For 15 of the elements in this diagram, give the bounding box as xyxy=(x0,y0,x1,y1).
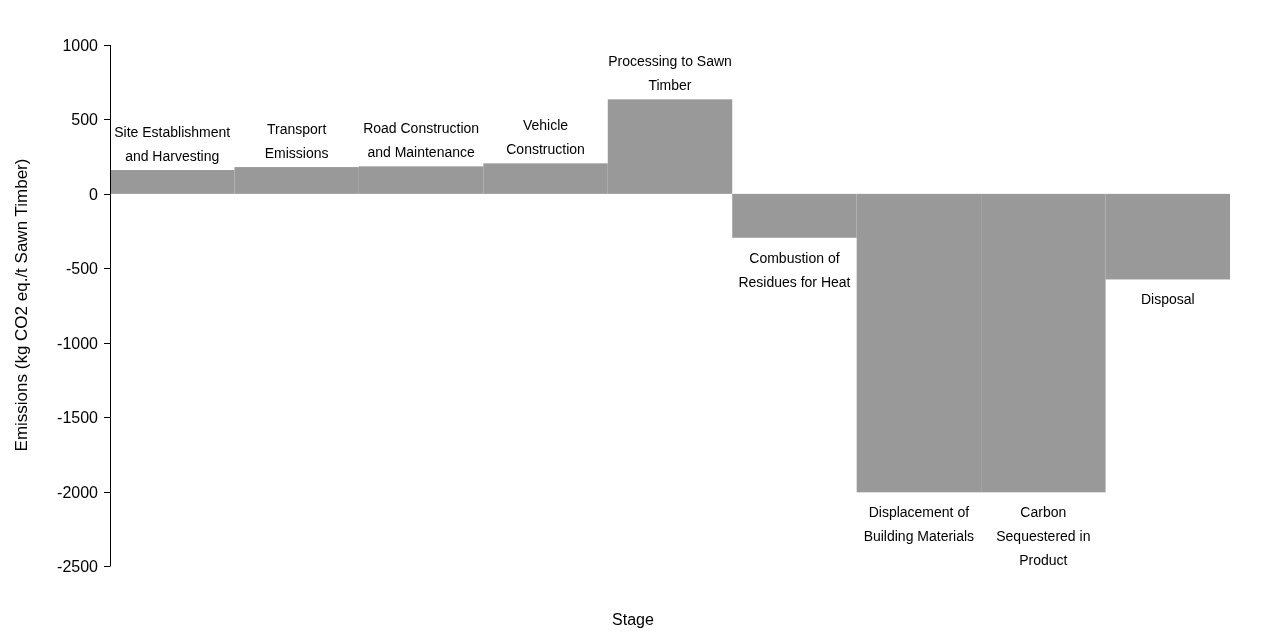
category-label: Site Establishment and Harvesting xyxy=(113,123,232,167)
axis-tick-label: 500 xyxy=(70,109,98,130)
axis-title: Stage xyxy=(612,611,654,629)
category-label: Vehicle Construction xyxy=(505,116,586,160)
axis-tick-label: -2500 xyxy=(56,556,98,577)
axis-title: Emissions (kg CO2 eq./t Sawn Timber) xyxy=(12,158,32,452)
category-label: Carbon Sequestered in Product xyxy=(995,503,1092,571)
axis-tick-label: -2000 xyxy=(56,482,98,503)
category-label: Disposal xyxy=(1139,290,1196,310)
category-label: Processing to Sawn Timber xyxy=(607,52,733,96)
axis-tick-label: 1000 xyxy=(61,35,98,56)
category-label: Road Construction and Maintenance xyxy=(362,119,481,163)
category-label: Combustion of Residues for Heat xyxy=(737,248,852,292)
category-label: Transport Emissions xyxy=(263,120,330,164)
category-label: Displacement of Building Materials xyxy=(862,503,976,547)
